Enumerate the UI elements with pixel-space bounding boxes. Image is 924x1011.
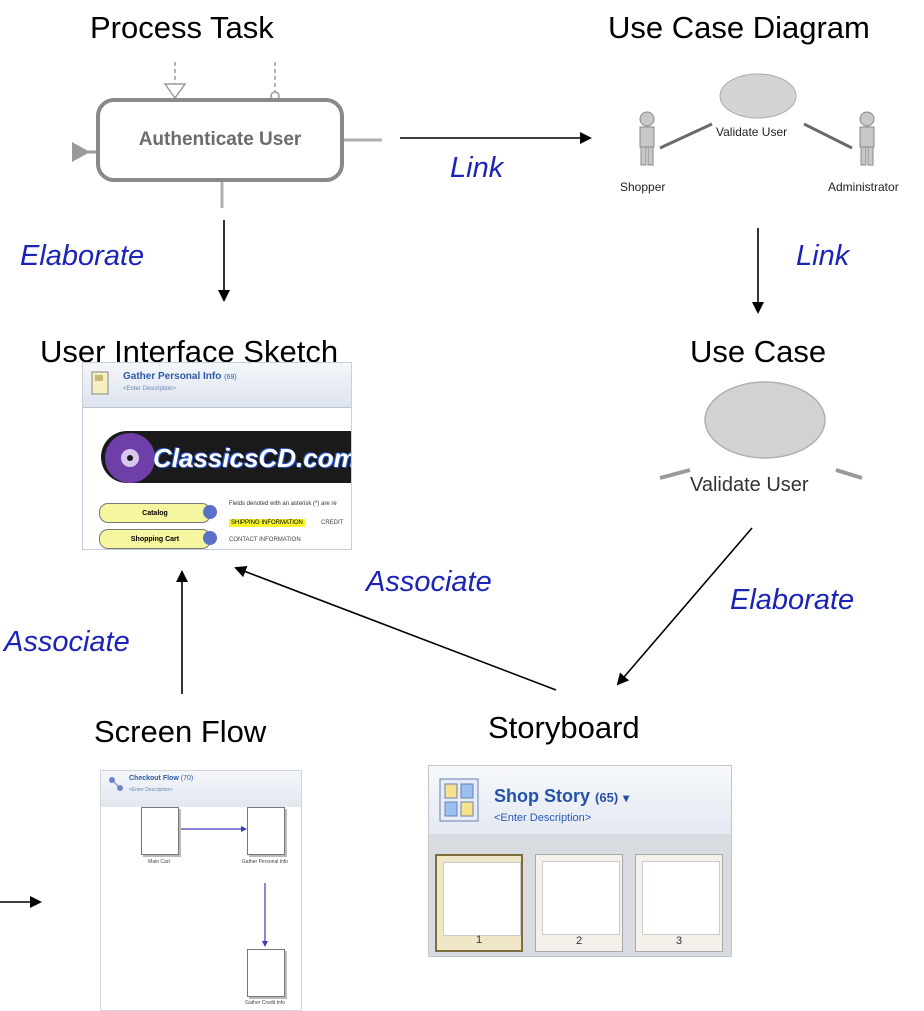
- nav-cart-button[interactable]: Shopping Cart: [99, 529, 211, 549]
- process-task-title: Process Task: [90, 10, 274, 45]
- screen-flow-header-count: (70): [180, 775, 194, 782]
- screen-flow-title: Screen Flow: [94, 714, 267, 749]
- relation-elaborate-right: Elaborate: [730, 584, 855, 616]
- relation-link-right: Link: [796, 240, 850, 272]
- process-task-box[interactable]: Authenticate User: [96, 98, 344, 182]
- flow-caption-credit-info: Gather Credit Info: [245, 1000, 285, 1006]
- usecase-right-stub: [835, 468, 863, 480]
- storyboard-title: Storyboard: [488, 710, 640, 745]
- actor-right-line: [803, 122, 853, 150]
- nav-catalog-button[interactable]: Catalog: [99, 503, 211, 523]
- classicscd-logo-text: ClassicsCD.com: [153, 443, 352, 473]
- frame-2-thumb: [542, 861, 620, 935]
- storyboard-caret[interactable]: ▾: [623, 791, 630, 805]
- nav-catalog-dot: [203, 505, 217, 519]
- flow-page-credit-info[interactable]: [247, 949, 285, 997]
- actor-administrator-label: Administrator: [828, 180, 899, 194]
- screen-flow-edges: [181, 826, 268, 947]
- ui-sketch-header-desc: <Enter Description>: [123, 386, 177, 392]
- usecase-oval-small: [719, 73, 797, 119]
- frame-3-thumb: [642, 861, 720, 935]
- section-credit: CREDIT: [321, 520, 344, 526]
- section-contact: CONTACT INFORMATION: [229, 537, 301, 543]
- relation-link-top: Link: [450, 152, 504, 184]
- sketch-icon: [91, 371, 109, 395]
- relation-elaborate-left: Elaborate: [20, 240, 145, 272]
- storyboard-desc[interactable]: <Enter Description>: [494, 812, 592, 824]
- storyboard-icon: [439, 778, 479, 822]
- storyboard-frame-2[interactable]: 2: [535, 854, 623, 952]
- ui-sketch-image[interactable]: Gather Personal Info (69) <Enter Descrip…: [82, 362, 352, 550]
- use-case-diagram-title: Use Case Diagram: [608, 10, 870, 45]
- arrow-elaborate-right: [616, 527, 753, 686]
- storyboard-count: (65): [595, 790, 619, 805]
- storyboard-frame-1[interactable]: 1: [435, 854, 523, 952]
- ui-sketch-header: Gather Personal Info (69) <Enter Descrip…: [83, 363, 351, 408]
- flow-caption-personal-info: Gather Personal Info: [241, 859, 289, 865]
- actor-shopper-icon: [632, 110, 662, 171]
- frame-1-thumb: [443, 862, 521, 936]
- ui-sketch-header-count: (69): [224, 374, 237, 381]
- use-case-title: Use Case: [690, 334, 827, 369]
- section-shipping: SHIPPING INFORMATION: [229, 519, 305, 527]
- screen-flow-header-title: Checkout Flow: [129, 775, 179, 782]
- actor-administrator-icon: [852, 110, 882, 171]
- usecase-diagram-label: Validate User: [716, 125, 788, 139]
- frame-2-number: 2: [575, 935, 583, 947]
- flow-icon: [109, 777, 123, 791]
- frame-1-number: 1: [475, 934, 483, 946]
- flow-caption-main-cart: Main Cart: [148, 859, 170, 865]
- process-task-label: Authenticate User: [138, 129, 302, 150]
- task-top-triangle: [163, 83, 187, 100]
- flow-page-personal-info[interactable]: [247, 807, 285, 855]
- screen-flow-header-desc: <Enter Description>: [129, 787, 174, 793]
- task-input-arrowhead: [72, 142, 90, 162]
- storyboard-name: Shop Story: [494, 786, 591, 806]
- storyboard-frame-3[interactable]: 3: [635, 854, 723, 952]
- use-case-label: Validate User: [690, 474, 809, 496]
- arrow-associate-mid: [234, 565, 557, 691]
- storyboard-header: Shop Story (65) ▾ <Enter Description>: [429, 766, 731, 834]
- storyboard-image[interactable]: Shop Story (65) ▾ <Enter Description> 1 …: [428, 765, 732, 957]
- screen-flow-header: Checkout Flow (70) <Enter Description>: [101, 771, 301, 807]
- frame-3-number: 3: [675, 935, 683, 947]
- cd-disc-icon: [105, 433, 155, 483]
- relation-associate-mid: Associate: [366, 566, 492, 598]
- usecase-oval-large: [704, 381, 826, 459]
- nav-cart-dot: [203, 531, 217, 545]
- ui-sketch-header-title: Gather Personal Info: [123, 371, 222, 382]
- actor-left-line: [659, 122, 713, 150]
- usecase-left-stub: [659, 468, 691, 480]
- flow-page-main-cart[interactable]: [141, 807, 179, 855]
- actor-shopper-label: Shopper: [620, 180, 666, 194]
- relation-associate-left: Associate: [4, 626, 130, 658]
- fields-note: Fields denoted with an asterisk (*) are …: [229, 501, 337, 507]
- screen-flow-image[interactable]: Checkout Flow (70) <Enter Description> M…: [100, 770, 302, 1011]
